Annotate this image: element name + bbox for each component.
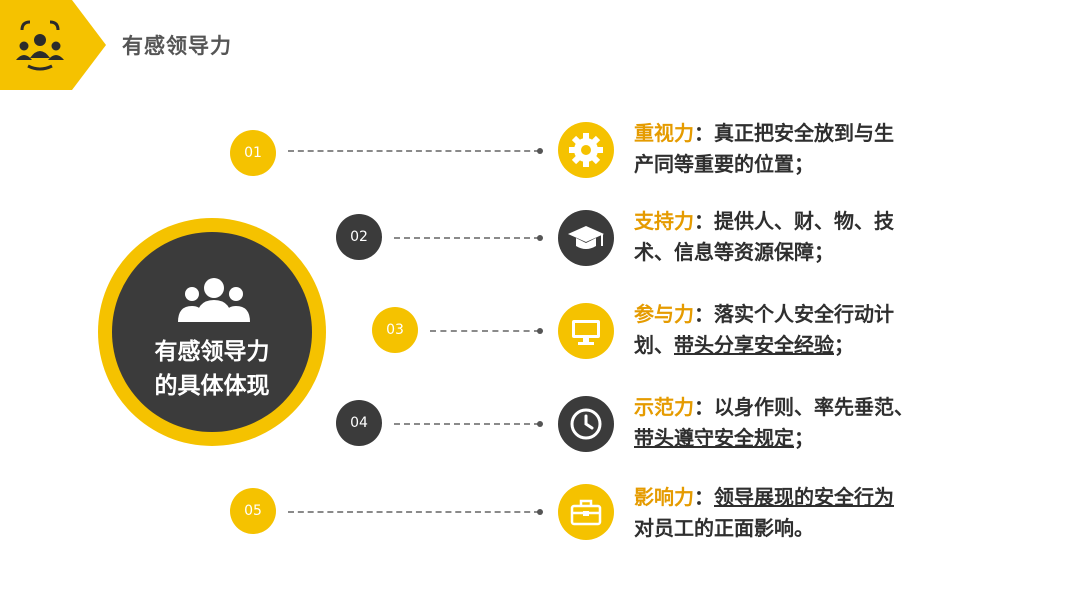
item-2-keyword: 支持力 — [634, 209, 694, 233]
item-4-text: 示范力：以身作则、率先垂范、 带头遵守安全规定； — [634, 395, 914, 450]
center-ring: 有感领导力 的具体体现 — [98, 218, 326, 446]
toolbox-icon — [570, 499, 602, 526]
people-icon — [178, 278, 250, 322]
clock-icon — [570, 408, 602, 440]
gear-icon — [569, 133, 603, 167]
item-1-line1: 真正把安全放到与生 — [714, 121, 894, 145]
item-1-keyword: 重视力 — [634, 121, 694, 145]
icon-badge-4 — [558, 396, 614, 452]
icon-badge-5 — [558, 484, 614, 540]
item-4-underlined: 带头遵守安全规定 — [634, 426, 794, 450]
center-title-line2: 的具体体现 — [154, 373, 270, 399]
connector-line — [288, 150, 540, 152]
item-2-line1: 提供人、财、物、技 — [714, 209, 894, 233]
connector-line — [288, 511, 540, 513]
item-1-line2: 产同等重要的位置； — [634, 152, 814, 176]
number-badge-01: 01 — [230, 130, 276, 176]
number-badge-03: 03 — [372, 307, 418, 353]
icon-badge-2 — [558, 210, 614, 266]
item-3-keyword: 参与力 — [634, 302, 694, 326]
item-4-line1: 以身作则、率先垂范、 — [714, 395, 914, 419]
item-5-line2: 对员工的正面影响。 — [634, 516, 814, 540]
icon-badge-1 — [558, 122, 614, 178]
number-badge-02: 02 — [336, 214, 382, 260]
item-4-keyword: 示范力 — [634, 395, 694, 419]
center-disc: 有感领导力 的具体体现 — [112, 232, 312, 432]
monitor-icon — [572, 320, 600, 345]
icon-badge-3 — [558, 303, 614, 359]
item-1-text: 重视力：真正把安全放到与生 产同等重要的位置； — [634, 118, 954, 180]
connector-line — [430, 330, 540, 332]
center-title-line1: 有感领导力 — [154, 339, 270, 365]
item-2-text: 支持力：提供人、财、物、技 术、信息等资源保障； — [634, 206, 954, 268]
connector-line — [394, 423, 540, 425]
graduation-cap-icon — [568, 226, 604, 249]
item-3-underlined: 带头分享安全经验 — [674, 333, 834, 357]
item-3-line1: 落实个人安全行动计 — [714, 302, 894, 326]
header-badge — [0, 0, 106, 90]
number-badge-04: 04 — [336, 400, 382, 446]
connector-line — [394, 237, 540, 239]
connector-dot — [537, 328, 543, 334]
team-icon — [16, 20, 64, 71]
connector-dot — [537, 421, 543, 427]
connector-dot — [537, 235, 543, 241]
item-5-text: 影响力：领导展现的安全行为 对员工的正面影响。 — [634, 482, 954, 544]
page-title: 有感领导力 — [122, 34, 232, 58]
item-5-underlined: 领导展现的安全行为 — [714, 485, 894, 509]
connector-dot — [537, 148, 543, 154]
item-5-keyword: 影响力 — [634, 485, 694, 509]
connector-dot — [537, 509, 543, 515]
number-badge-05: 05 — [230, 488, 276, 534]
item-3-text: 参与力：落实个人安全行动计 划、带头分享安全经验； — [634, 302, 894, 357]
item-2-line2: 术、信息等资源保障； — [634, 240, 834, 264]
